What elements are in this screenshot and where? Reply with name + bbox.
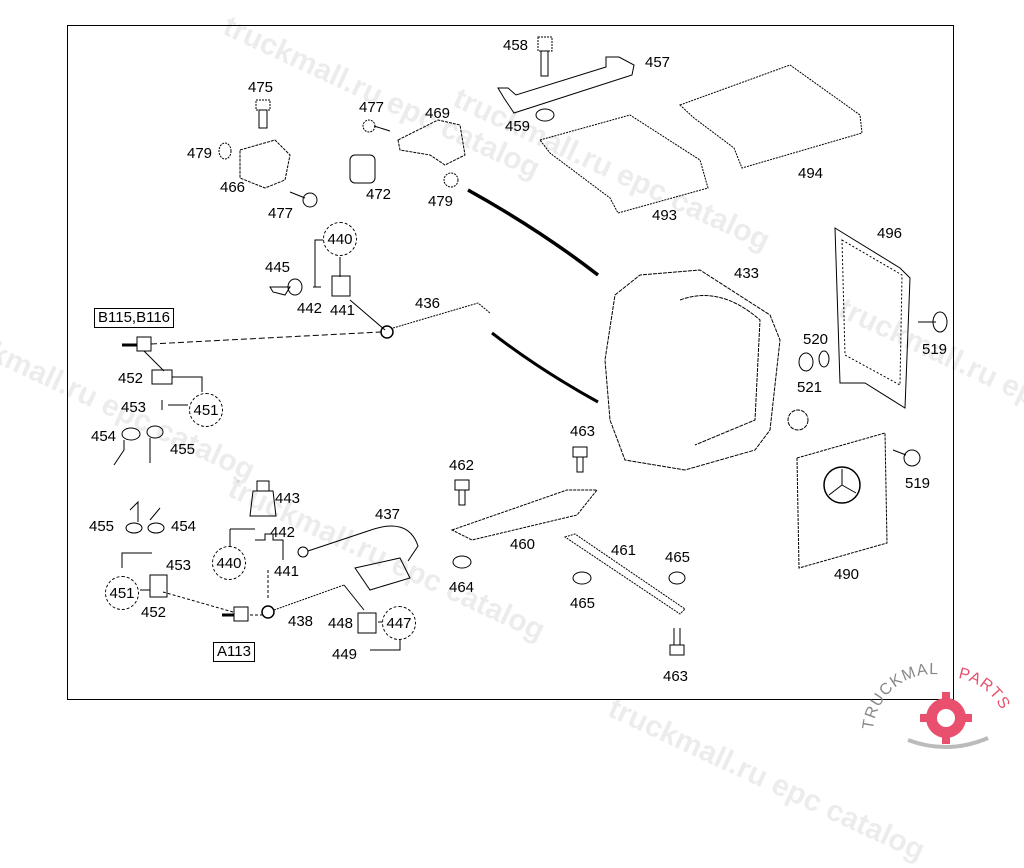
bolt-519-part [918, 311, 948, 333]
connector-454-455-part [113, 425, 164, 466]
nut-465-part [572, 571, 592, 585]
callout-455[interactable]: 455 [170, 441, 196, 458]
callout-496[interactable]: 496 [877, 225, 903, 242]
callout-479[interactable]: 479 [187, 145, 213, 162]
nut-459-part [535, 108, 555, 122]
washer-520-part [818, 350, 830, 368]
bolt-458-part [537, 36, 553, 77]
diagram-frame [67, 25, 954, 700]
callout-448[interactable]: 448 [328, 615, 354, 632]
callout-465[interactable]: 465 [570, 595, 596, 612]
callout-455[interactable]: 455 [89, 518, 115, 535]
callout-520[interactable]: 520 [803, 331, 829, 348]
callout-462[interactable]: 462 [449, 457, 475, 474]
callout-521[interactable]: 521 [797, 379, 823, 396]
nut-465b-part [668, 571, 686, 585]
callout-479[interactable]: 479 [428, 193, 454, 210]
callout-454[interactable]: 454 [171, 518, 197, 535]
callout-464[interactable]: 464 [449, 579, 475, 596]
callout-458[interactable]: 458 [503, 37, 529, 54]
callout-445[interactable]: 445 [265, 259, 291, 276]
callout-443[interactable]: 443 [275, 490, 301, 507]
circled-callout-440[interactable]: 440 [323, 222, 357, 256]
callout-469[interactable]: 469 [425, 105, 451, 122]
washer-479b-part [443, 172, 459, 188]
bolt-519b-part [892, 449, 921, 467]
bracket-469-part [397, 119, 466, 166]
connector-b115-part [122, 331, 382, 410]
component-tag-a113[interactable]: A113 [213, 642, 255, 662]
bracket-461-part [563, 533, 686, 615]
gear-icon [920, 692, 972, 744]
callout-494[interactable]: 494 [798, 165, 824, 182]
bracket-460-part [450, 489, 599, 541]
callout-465[interactable]: 465 [665, 549, 691, 566]
callout-459[interactable]: 459 [505, 118, 531, 135]
component-tag-b115-b116[interactable]: B115,B116 [94, 308, 175, 328]
callout-454[interactable]: 454 [91, 428, 117, 445]
callout-463[interactable]: 463 [663, 668, 689, 685]
callout-519[interactable]: 519 [922, 341, 948, 358]
washer-479-part [218, 142, 232, 160]
callout-437[interactable]: 437 [375, 506, 401, 523]
bolt-462-part [454, 479, 470, 506]
cover-494-part [679, 64, 863, 169]
sensor-438-part [261, 584, 365, 619]
cover-493-part [539, 114, 709, 214]
callout-449[interactable]: 449 [332, 646, 358, 663]
sensor-437-part [297, 525, 419, 591]
callout-441[interactable]: 441 [274, 563, 300, 580]
arrow-upper [467, 188, 600, 277]
callout-477[interactable]: 477 [268, 205, 294, 222]
callout-477[interactable]: 477 [359, 99, 385, 116]
circled-callout-451[interactable]: 451 [189, 393, 223, 427]
bolt-477-part [289, 191, 318, 208]
arrow-lower [491, 331, 599, 404]
parts-illustration [113, 36, 948, 656]
callout-490[interactable]: 490 [834, 566, 860, 583]
callout-442[interactable]: 442 [297, 300, 323, 317]
circled-callout-451[interactable]: 451 [105, 576, 139, 610]
callout-452[interactable]: 452 [141, 604, 167, 621]
bushing-472-part [349, 154, 376, 184]
callout-453[interactable]: 453 [166, 557, 192, 574]
bolt-463b-part [669, 628, 685, 656]
callout-453[interactable]: 453 [121, 399, 147, 416]
callout-461[interactable]: 461 [611, 542, 637, 559]
callout-452[interactable]: 452 [118, 370, 144, 387]
bolt-477b-part [362, 119, 391, 133]
washer-521-part [798, 352, 814, 372]
connector-454-455-lower-part [125, 500, 165, 534]
callout-433[interactable]: 433 [734, 265, 760, 282]
bolt-463-part [572, 446, 588, 473]
housing-433-part [604, 269, 809, 471]
circled-callout-447[interactable]: 447 [382, 606, 416, 640]
frame-496-part [834, 227, 911, 409]
callout-472[interactable]: 472 [366, 186, 392, 203]
callout-493[interactable]: 493 [652, 207, 678, 224]
nut-464-part [452, 555, 472, 569]
callout-463[interactable]: 463 [570, 423, 596, 440]
circled-callout-440[interactable]: 440 [212, 546, 246, 580]
bolt-475-part [255, 99, 271, 129]
truckmall-parts-logo: TRUCKMALL PARTS [858, 660, 1013, 749]
callout-436[interactable]: 436 [415, 295, 441, 312]
connector-a113-part [162, 591, 262, 622]
callout-442[interactable]: 442 [270, 524, 296, 541]
callout-519[interactable]: 519 [905, 475, 931, 492]
callout-466[interactable]: 466 [220, 179, 246, 196]
connector-451-452-part [121, 552, 168, 598]
callout-460[interactable]: 460 [510, 536, 536, 553]
strip-457-part [497, 56, 635, 114]
clamp-466-part [239, 139, 291, 189]
callout-441[interactable]: 441 [330, 302, 356, 319]
callout-457[interactable]: 457 [645, 54, 671, 71]
connector-443-part [249, 480, 277, 517]
connector-lower-part [229, 528, 284, 600]
plate-490-part [796, 432, 888, 569]
callout-475[interactable]: 475 [248, 79, 274, 96]
logo-swoosh [907, 736, 989, 749]
callout-438[interactable]: 438 [288, 613, 314, 630]
logo-text-right: PARTS [957, 665, 1013, 713]
